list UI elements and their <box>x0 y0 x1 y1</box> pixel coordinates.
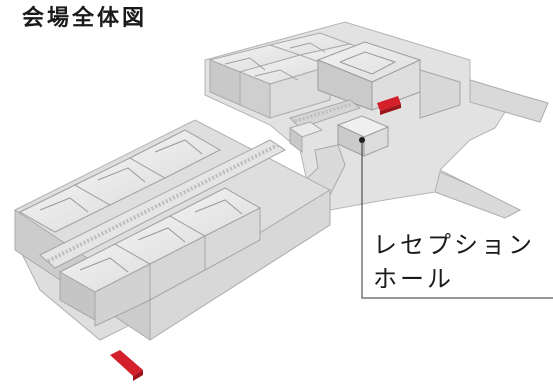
callout-line-2: ホール <box>373 265 454 293</box>
upper-complex <box>204 21 549 219</box>
red-marker-lower <box>110 350 143 381</box>
callout-leader <box>359 137 553 299</box>
red-marker-upper <box>377 96 401 115</box>
callout-line-1: レセプション <box>373 231 535 259</box>
page-title: 会場全体図 <box>22 6 148 31</box>
reception-hall-label: レセプション ホール <box>373 228 535 296</box>
lower-complex <box>14 119 332 341</box>
